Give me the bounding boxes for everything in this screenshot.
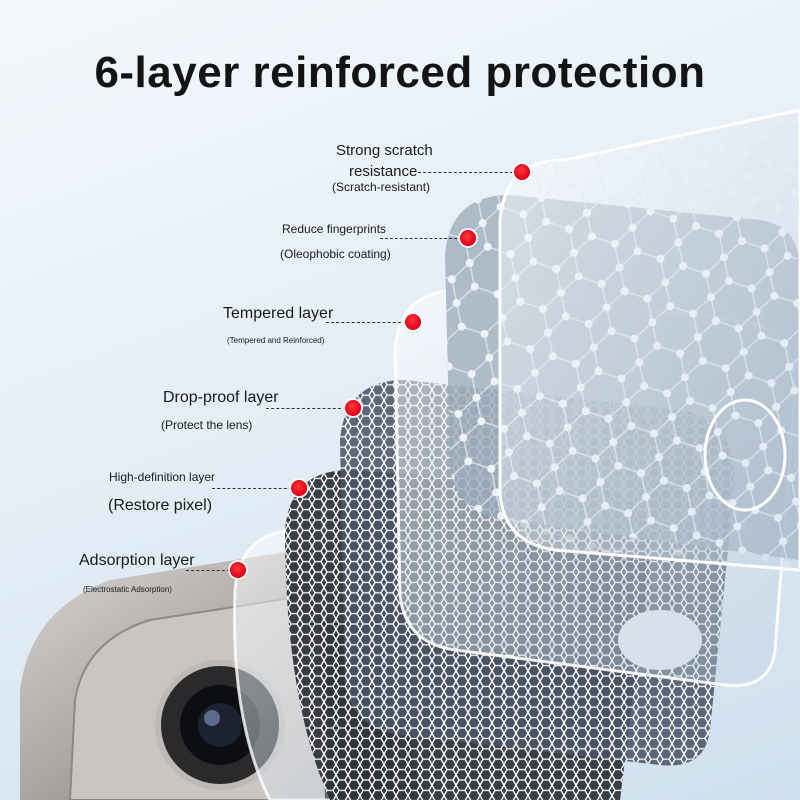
layer-sublabel: (Tempered and Reinforced) xyxy=(227,336,325,345)
layer-label-line2: resistance xyxy=(349,163,418,180)
layer-sublabel: (Oleophobic coating) xyxy=(280,247,391,261)
leader-line xyxy=(266,408,346,409)
layer-label: High-definition layer xyxy=(109,470,216,484)
layer-scratch-resistant xyxy=(498,108,800,572)
leader-line xyxy=(212,488,292,489)
marker-dot xyxy=(291,480,307,496)
layer-sublabel: (Protect the lens) xyxy=(161,418,253,432)
marker-dot xyxy=(230,562,246,578)
layer-sublabel: (Restore pixel) xyxy=(108,497,213,514)
layer-label: Strong scratch xyxy=(336,142,433,159)
leader-line xyxy=(326,322,406,323)
layer-label: Reduce fingerprints xyxy=(282,222,387,236)
layer-label: Adsorption layer xyxy=(79,552,195,569)
layer-sublabel: (Scratch-resistant) xyxy=(332,180,431,194)
leader-line xyxy=(380,238,462,239)
leader-line xyxy=(186,570,230,571)
marker-dot xyxy=(405,314,421,330)
layer-label: Drop-proof layer xyxy=(163,389,279,406)
layer-label: Tempered layer xyxy=(223,305,334,322)
layer-sublabel: (Electrostatic Adsorption) xyxy=(83,585,172,594)
marker-dot xyxy=(460,230,476,246)
page-title: 6-layer reinforced protection xyxy=(94,48,706,97)
marker-dot xyxy=(345,400,361,416)
leader-line xyxy=(418,172,518,173)
marker-dot xyxy=(514,164,530,180)
